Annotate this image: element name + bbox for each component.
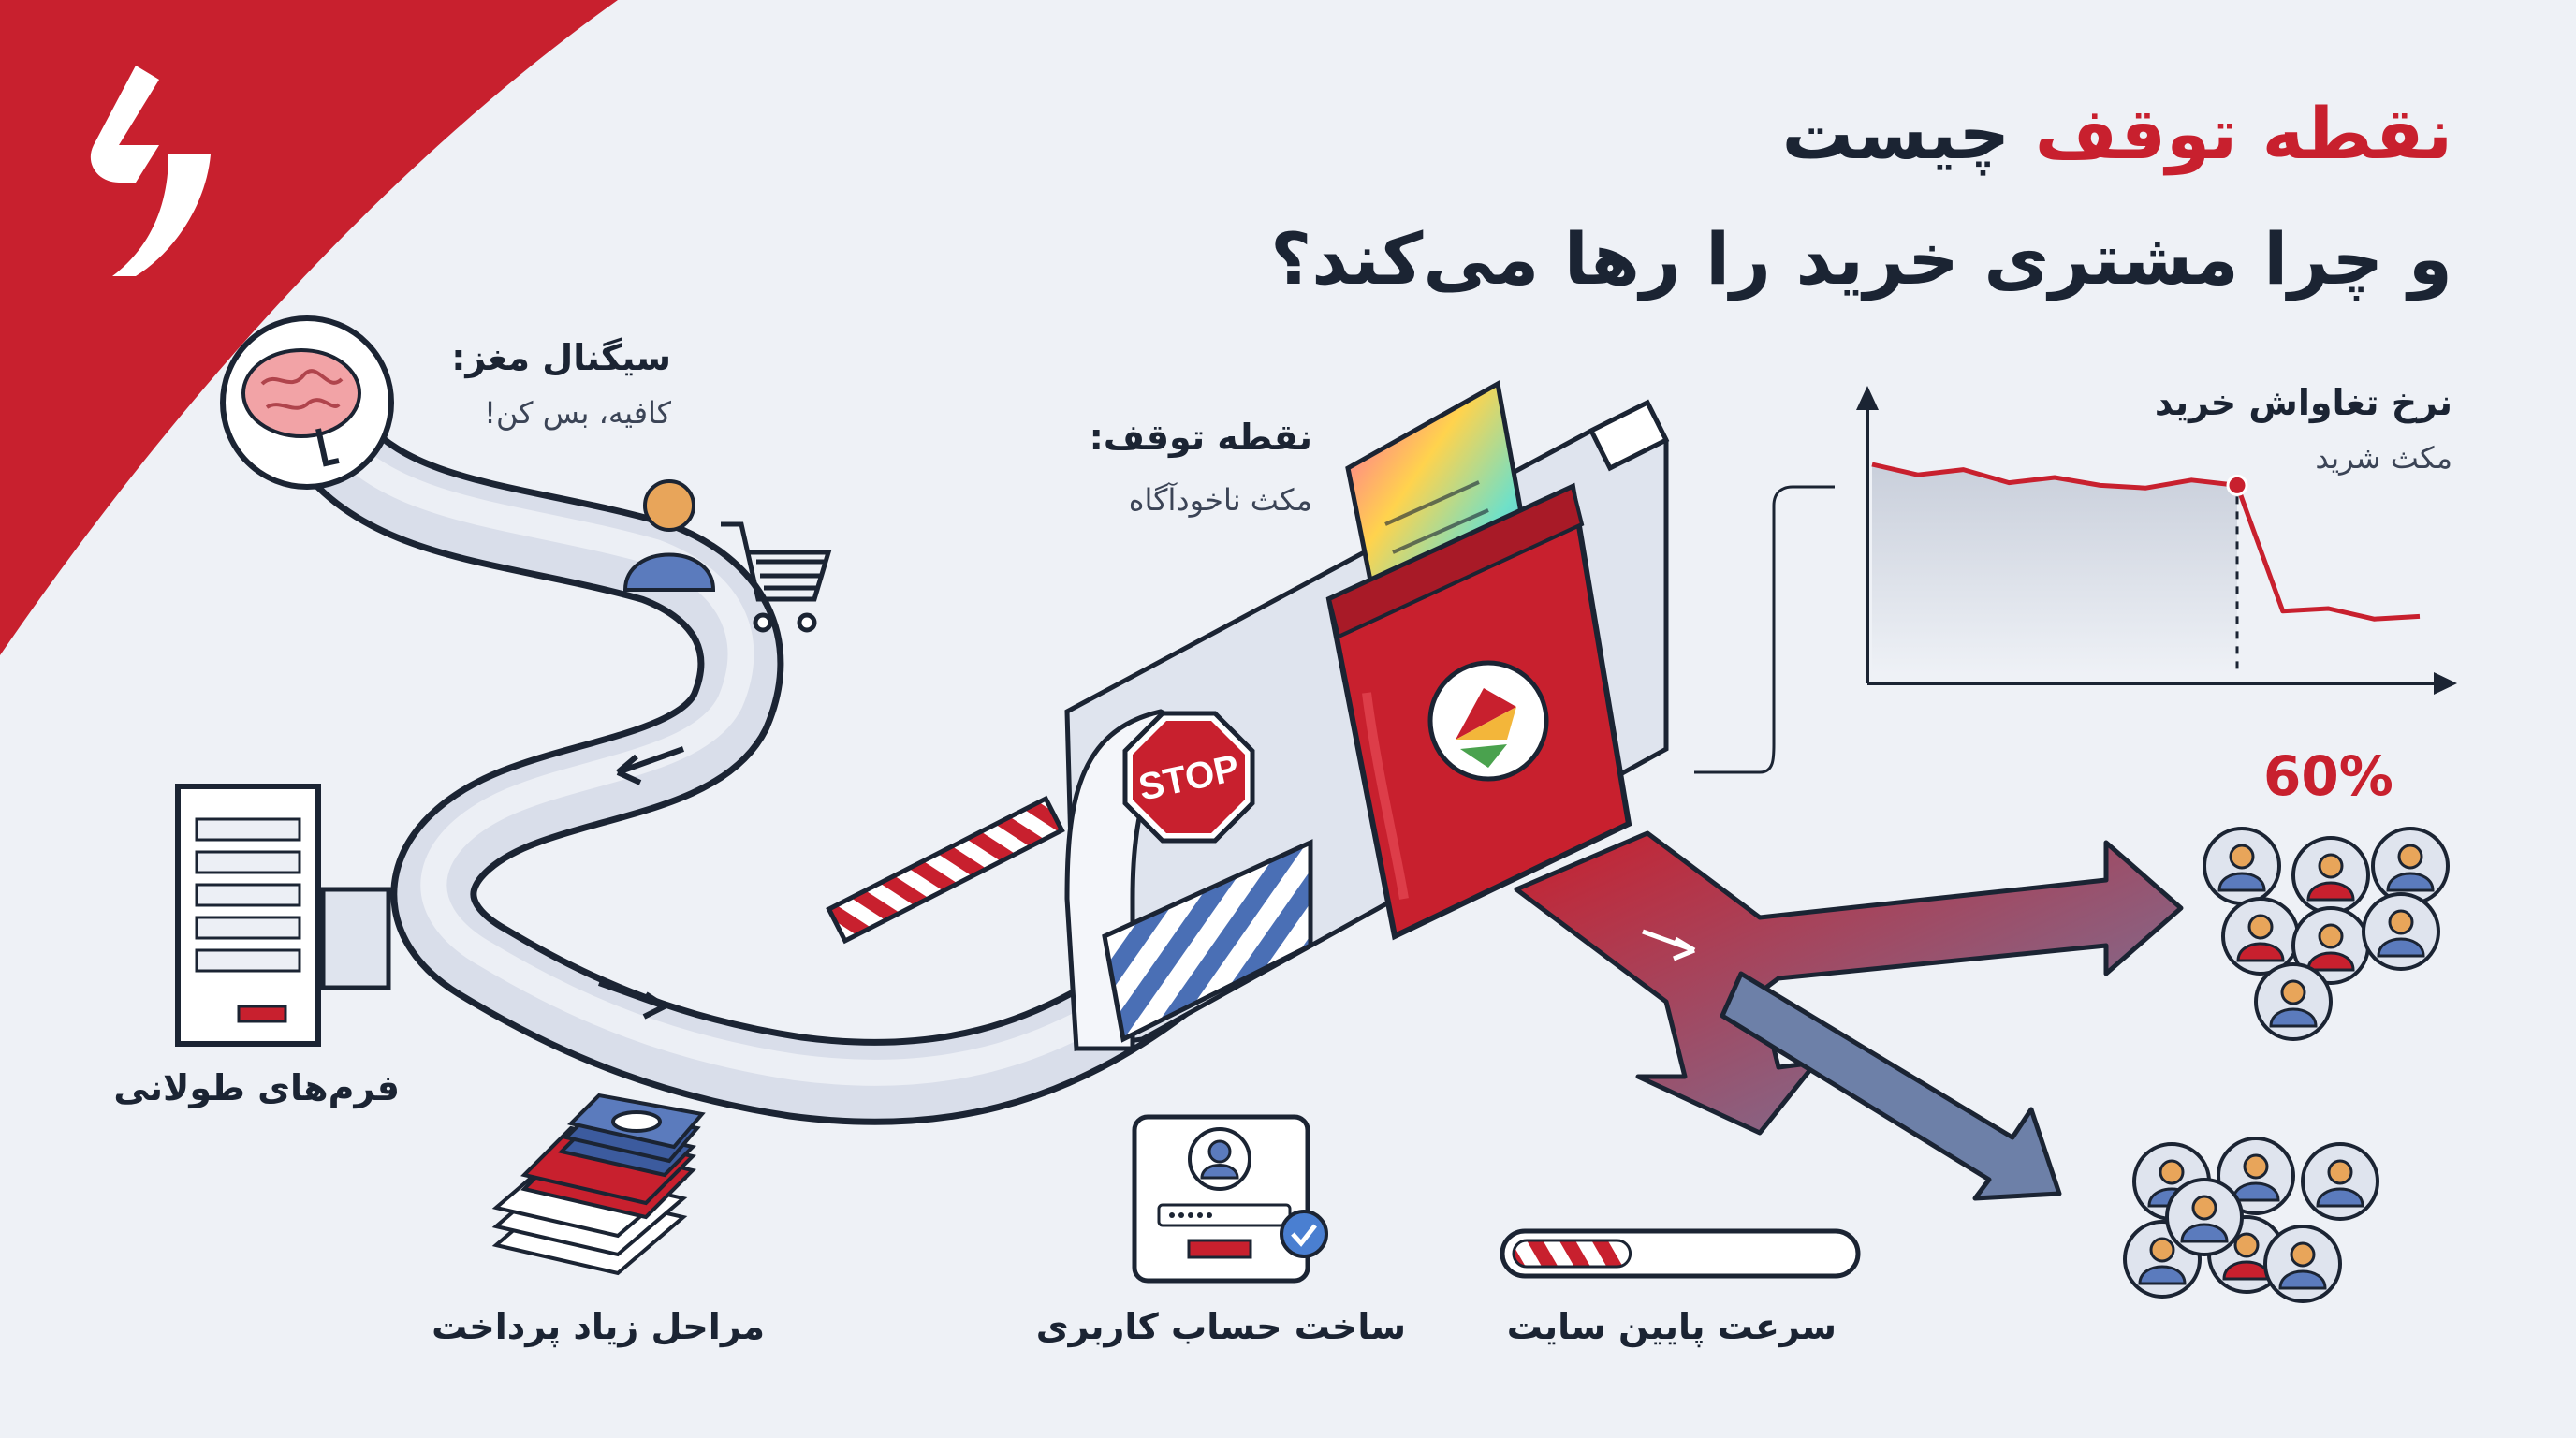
- stopping-point-subtitle: مکث ناخودآگاه: [1128, 482, 1312, 518]
- chart-marked-point: [2226, 474, 2248, 496]
- chart-y-arrow: [1856, 386, 1879, 410]
- barrier-arm: [826, 795, 1065, 945]
- shopping-cart-icon: [721, 521, 832, 633]
- title-rest: چیست: [1781, 92, 2035, 175]
- person-avatar-icon: [2371, 827, 2450, 905]
- form-icon: [175, 784, 391, 1047]
- person-avatar-icon: [2254, 962, 2333, 1041]
- brain-signal-title: سیگنال مغز:: [451, 337, 671, 378]
- person-avatar-icon: [2221, 897, 2300, 976]
- label-many-payment-steps: مراحل زیاد پرداخت: [432, 1306, 765, 1347]
- person-icon: [622, 479, 716, 592]
- split-arrows: [1514, 830, 2184, 1201]
- corner-band: [0, 0, 618, 655]
- brain-icon: [220, 315, 394, 490]
- person-avatar-icon: [2263, 1225, 2342, 1303]
- chart-title: نرخ تغاواش خرید: [2154, 382, 2452, 423]
- progress-fill: [1512, 1239, 1632, 1269]
- page-title-line2: و چرا مشتری خرید را رها می‌کند؟: [1270, 217, 2452, 301]
- progress-bar-icon: [1500, 1228, 1861, 1279]
- people-group-icon: [2123, 1137, 2379, 1303]
- brain-signal-subtitle: کافیه، بس کن!: [484, 395, 671, 431]
- chart-connector: [1694, 485, 1835, 774]
- path-arrow-2: [597, 980, 666, 1020]
- chart-area-fill: [1872, 464, 2237, 674]
- money-stack-icon: [491, 1093, 706, 1276]
- stopping-point-title: نقطه توقف:: [1089, 417, 1312, 458]
- label-long-forms: فرم‌های طولانی: [113, 1067, 400, 1108]
- abandon-percent: 60%: [2263, 744, 2393, 808]
- label-account-creation: ساخت حساب کاربری: [1035, 1306, 1406, 1347]
- title-accent: نقطه توقف: [2034, 92, 2452, 175]
- abandonment-chart: [1856, 386, 2457, 695]
- path-arrow-1: [616, 746, 685, 785]
- label-slow-site: سرعت پایین سایت: [1506, 1306, 1837, 1347]
- page-title-line1: نقطه توقف چیست: [1782, 92, 2452, 175]
- checkmark-icon: [1280, 1210, 1328, 1258]
- person-avatar-icon: [2291, 906, 2370, 985]
- chart-subtitle: مکث شرید: [2315, 440, 2452, 476]
- chart-x-arrow: [2434, 672, 2457, 695]
- stop-sign-icon: STOP: [1122, 711, 1255, 844]
- logo-icon: [90, 66, 211, 276]
- person-avatar-icon: [2203, 827, 2281, 905]
- person-avatar-icon: [2217, 1137, 2295, 1215]
- chart-series-line: [1871, 462, 2421, 622]
- person-avatar-icon: [2291, 836, 2370, 915]
- person-avatar-icon: [2301, 1142, 2379, 1221]
- person-avatar-icon: [2165, 1178, 2244, 1256]
- flow-arrow: [1642, 929, 1696, 961]
- people-group-icon: [2203, 827, 2450, 1041]
- user-account-icon: [1132, 1114, 1310, 1284]
- person-avatar-icon: [2362, 892, 2440, 971]
- snack-bag-icon: [1325, 482, 1632, 941]
- customer-journey-path: [294, 406, 1204, 1125]
